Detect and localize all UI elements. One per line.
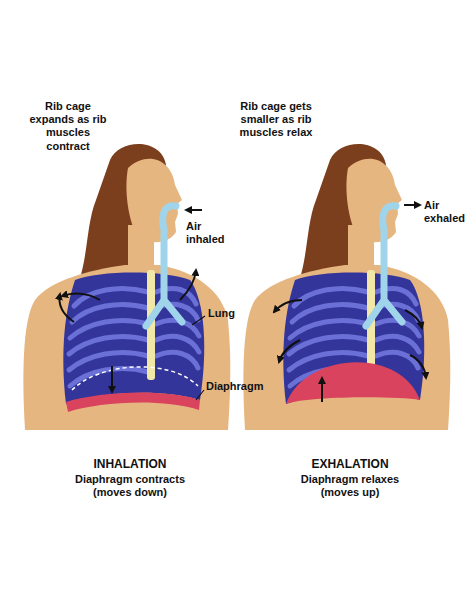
part-label: Diaphragm [206, 380, 276, 393]
air-label: Air inhaled [186, 220, 230, 246]
inhalation-figure [23, 144, 230, 430]
phase-note: Diaphragm contracts (moves down) [65, 473, 195, 499]
motion-arrows [60, 205, 426, 402]
leader-lines [192, 316, 205, 400]
diaphragm-previous [72, 367, 198, 390]
phase-title: EXHALATION [260, 457, 440, 471]
note-label: Rib cage expands as rib muscles contract [28, 100, 108, 153]
note-label: Rib cage gets smaller as rib muscles rel… [236, 100, 316, 140]
part-label: Lung [208, 307, 248, 320]
phase-title: INHALATION [40, 457, 220, 471]
exhalation-figure [243, 144, 450, 430]
diaphragm-up [286, 362, 420, 404]
air-label: Air exhaled [424, 199, 470, 225]
diaphragm-down [66, 393, 200, 412]
phase-note: Diaphragm relaxes (moves up) [285, 473, 415, 499]
